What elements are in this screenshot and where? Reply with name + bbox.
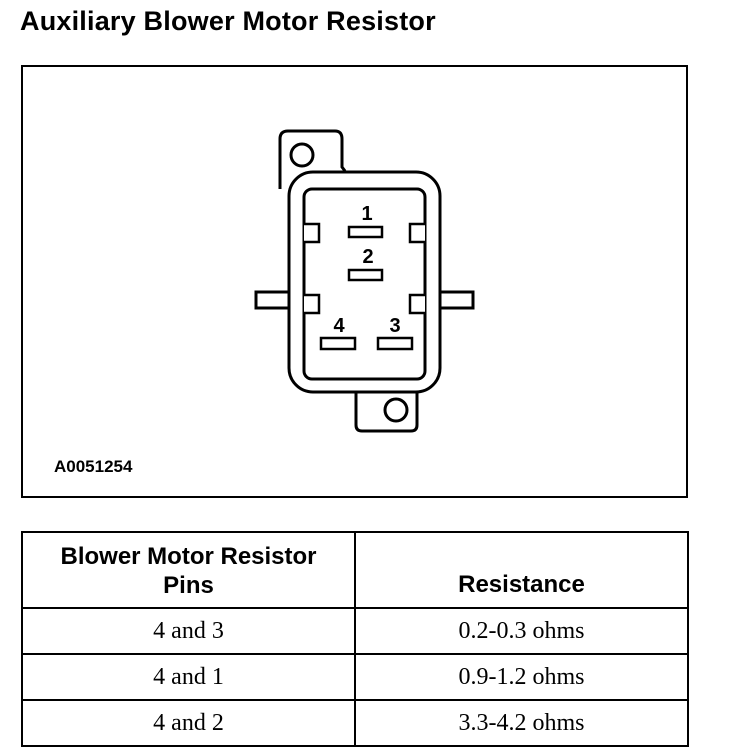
top-mounting-hole [289,142,315,168]
table-row: 4 and 1 0.9-1.2 ohms [21,653,689,701]
left-side-tab [254,290,292,310]
latch-notch-upper-right [408,222,425,244]
latch-notch-upper-left [304,222,321,244]
resistor-connector-diagram: 1 2 4 3 [254,129,475,433]
header-pins-line1: Blower Motor Resistor [60,543,317,570]
table-row: 4 and 3 0.2-0.3 ohms [21,607,689,655]
header-pins-line2: Pins [163,572,214,599]
figure-id: A0051254 [54,457,133,476]
terminal-slot-pin-1 [347,225,384,239]
connector-figure: 1 2 4 3 A0051254 [21,65,688,498]
terminal-slot-pin-2 [347,268,384,282]
terminal-slot-pin-4 [319,336,357,351]
right-side-tab [437,290,475,310]
cell-pins: 4 and 3 [21,607,356,655]
cell-resistance: 0.2-0.3 ohms [354,607,689,655]
connector-housing-inner [302,187,427,381]
pin-label-2: 2 [362,246,373,268]
cell-resistance: 0.9-1.2 ohms [354,653,689,701]
latch-notch-lower-right [408,293,425,315]
cell-resistance: 3.3-4.2 ohms [354,699,689,747]
cell-pins: 4 and 2 [21,699,356,747]
bottom-mounting-hole [383,397,409,423]
table-header-row: Blower Motor Resistor Pins Resistance [21,531,689,609]
pin-label-1: 1 [361,203,372,225]
cell-pins: 4 and 1 [21,653,356,701]
terminal-slot-pin-3 [376,336,414,351]
table-row: 4 and 2 3.3-4.2 ohms [21,699,689,747]
resistance-spec-table: Blower Motor Resistor Pins Resistance 4 … [21,531,689,747]
pin-label-4: 4 [333,315,345,337]
page-title: Auxiliary Blower Motor Resistor [20,6,436,36]
latch-notch-lower-left [304,293,321,315]
header-pins: Blower Motor Resistor Pins [21,531,356,609]
header-resistance: Resistance [354,531,689,609]
pin-label-3: 3 [389,315,400,337]
